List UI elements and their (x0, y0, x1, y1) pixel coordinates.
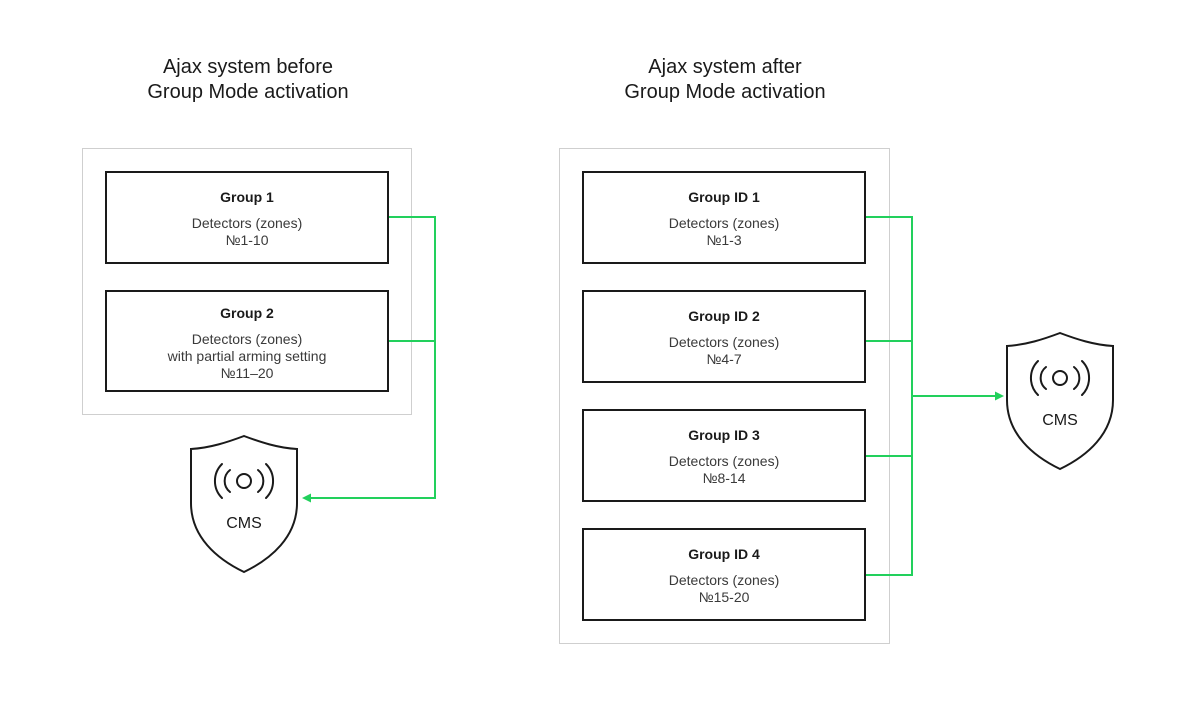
group-detail: Detectors (zones) (668, 572, 780, 588)
before-group-box-2: Group 2 Detectors (zones) with partial a… (105, 290, 389, 392)
group-detail: Detectors (zones) (668, 453, 780, 469)
group-detail: Detectors (zones) (191, 331, 303, 347)
after-group-box-4: Group ID 4 Detectors (zones) №15-20 (582, 528, 866, 621)
group-name: Group ID 2 (688, 308, 760, 324)
group-detail: Detectors (zones) (668, 215, 780, 231)
signal-icon (213, 463, 275, 499)
before-title-line2: Group Mode activation (147, 81, 349, 103)
cms-before-label: CMS (226, 515, 262, 532)
before-group-box-1: Group 1 Detectors (zones) №1-10 (105, 171, 389, 264)
before-connector (310, 216, 436, 499)
after-title-line2: Group Mode activation (624, 81, 826, 103)
group-range: №11–20 (220, 365, 274, 381)
cms-before-shield (190, 434, 298, 574)
group-range: №1-10 (225, 232, 269, 248)
arrow-icon (995, 391, 1004, 401)
group-range: №15-20 (698, 589, 750, 605)
group-range: №8-14 (702, 470, 746, 486)
after-group-box-3: Group ID 3 Detectors (zones) №8-14 (582, 409, 866, 502)
group-name: Group 1 (220, 189, 274, 205)
after-title: Ajax system after Group Mode activation (555, 55, 895, 105)
signal-icon (1029, 360, 1091, 396)
before-title: Ajax system before Group Mode activation (78, 55, 418, 105)
group-range: №1-3 (706, 232, 742, 248)
group-range: №4-7 (706, 351, 742, 367)
after-connector (866, 216, 996, 576)
after-group-box-1: Group ID 1 Detectors (zones) №1-3 (582, 171, 866, 264)
cms-after-label: CMS (1042, 412, 1078, 429)
after-group-box-2: Group ID 2 Detectors (zones) №4-7 (582, 290, 866, 383)
group-name: Group ID 1 (688, 189, 760, 205)
shield-icon (1006, 331, 1114, 471)
after-title-line1: Ajax system after (648, 56, 802, 78)
group-name: Group ID 4 (688, 546, 760, 562)
cms-after-shield (1006, 331, 1114, 471)
group-detail: Detectors (zones) (191, 215, 303, 231)
group-setting: with partial arming setting (167, 348, 327, 364)
shield-icon (190, 434, 298, 574)
group-name: Group 2 (220, 305, 274, 321)
arrow-icon (302, 493, 311, 503)
before-title-line1: Ajax system before (162, 56, 334, 78)
group-detail: Detectors (zones) (668, 334, 780, 350)
group-name: Group ID 3 (688, 427, 760, 443)
